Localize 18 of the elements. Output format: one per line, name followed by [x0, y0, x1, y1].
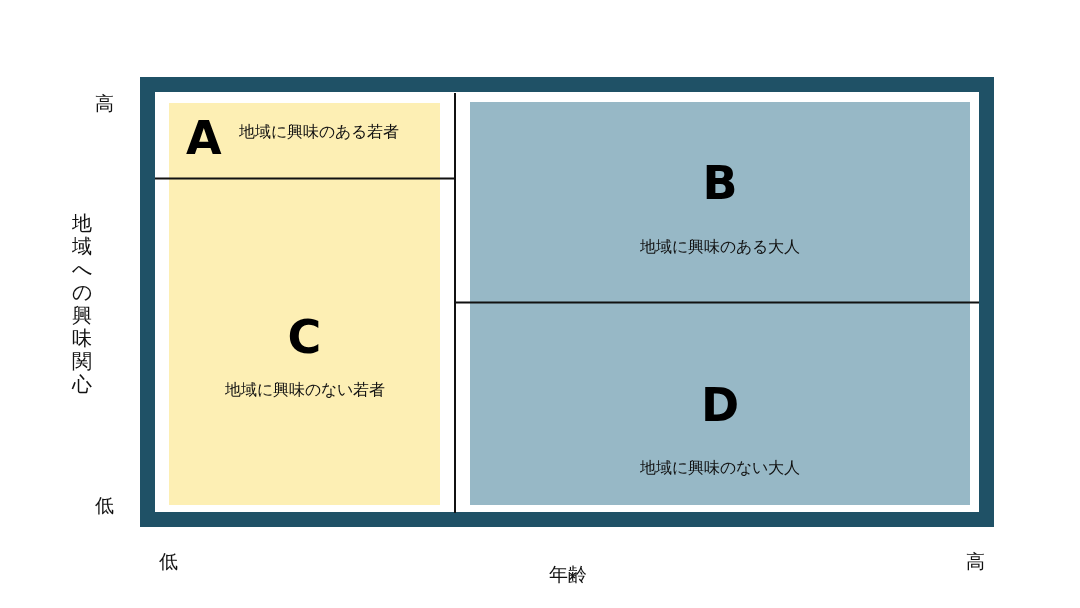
axis-tick-label: 高 [94, 93, 114, 113]
quadrant-letter: D [700, 382, 740, 428]
axis-tick-label: 高 [965, 551, 985, 571]
axis-title: 地域への興味関心 [71, 212, 93, 396]
axis-tick-label: 低 [94, 495, 114, 515]
axis-title: 年齢 [549, 564, 587, 584]
quadrant-letter: B [702, 160, 738, 206]
quadrant-letter: A [186, 115, 222, 161]
quadrant-letter: C [287, 314, 322, 360]
quadrant-description: 地域に興味のない若者 [224, 380, 385, 400]
quadrant-panel [169, 103, 440, 178]
quadrant-description: 地域に興味のある大人 [640, 237, 800, 257]
axis-tick-label: 低 [158, 551, 178, 571]
quadrant-panel [470, 102, 970, 302]
quadrant-description: 地域に興味のある若者 [239, 122, 399, 142]
quadrant-panel [470, 302, 970, 505]
quadrant-description: 地域に興味のない大人 [640, 458, 800, 478]
quadrant-panel [169, 178, 440, 505]
